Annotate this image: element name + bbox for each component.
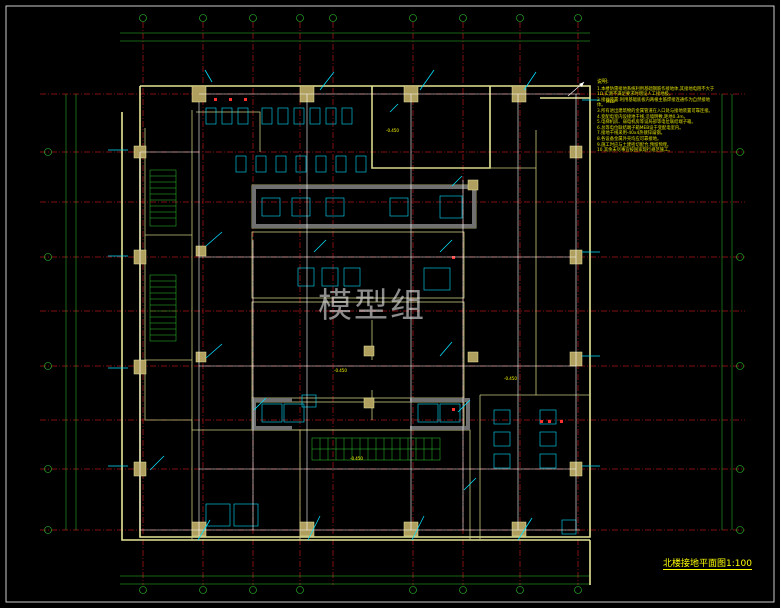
svg-text:-0.450: -0.450 <box>334 368 347 373</box>
dimension-lines <box>65 32 733 585</box>
drawing-frame <box>5 5 775 603</box>
drawing-title-text: 北楼接地平面图1:100 <box>663 559 752 570</box>
svg-text:-0.450: -0.450 <box>350 456 363 461</box>
design-notes: 说明: 1.本楼防雷接地系统利用基础钢筋作接地体,其接地电阻不大于1Ω,实测不满… <box>597 79 715 154</box>
notes-line: 9.施工时应与土建密切配合,预留预埋。 <box>597 142 672 148</box>
svg-text:MEB: MEB <box>606 99 615 104</box>
room-labels: -0.450 -0.450 -0.450 -0.450 MEB <box>334 99 615 461</box>
axis-bubbles <box>44 14 744 594</box>
notes-line: 3.所有进出建筑物的金属管道在入口处与接地装置可靠连接。 <box>597 108 713 114</box>
watermark: 模型组 <box>318 286 426 326</box>
notes-line: 7.接地干线采用-40x4热镀锌扁钢。 <box>597 131 665 137</box>
notes-line: 5.电梯机房、弱电机房等设局部等电位联结端子箱。 <box>597 120 696 126</box>
equipment-cabinets <box>205 107 577 535</box>
stair-hatching <box>149 169 177 342</box>
north-arrow-icon <box>567 81 585 97</box>
notes-line: 4.变配电室内设接地干线,沿墙明敷,距地0.3m。 <box>597 114 688 120</box>
svg-text:-0.450: -0.450 <box>504 376 517 381</box>
notes-line: 2.接地装置:利用基础底板内两根主筋焊接连通作为自然接地体。 <box>597 97 710 109</box>
equipment-markers <box>214 98 563 423</box>
escalator <box>311 437 441 461</box>
notes-line: 6.总等电位联结端子箱MEB设于变配电室内。 <box>597 125 684 131</box>
drawing-title: 北楼接地平面图1:100 <box>663 556 752 570</box>
core-walls <box>252 185 476 430</box>
grounding-arrows <box>108 69 600 541</box>
structural-columns <box>133 85 583 537</box>
notes-heading: 说明: <box>597 79 609 85</box>
notes-line: 8.各设备金属外壳均应可靠接地。 <box>597 136 662 142</box>
notes-line: 1.本楼防雷接地系统利用基础钢筋作接地体,其接地电阻不大于1Ω,实测不满足要求时… <box>597 86 715 98</box>
grounding-conductors <box>139 93 580 536</box>
svg-text:-0.450: -0.450 <box>386 128 399 133</box>
notes-line: 10.其余未尽事宜按国家现行规范施工。 <box>597 148 673 154</box>
